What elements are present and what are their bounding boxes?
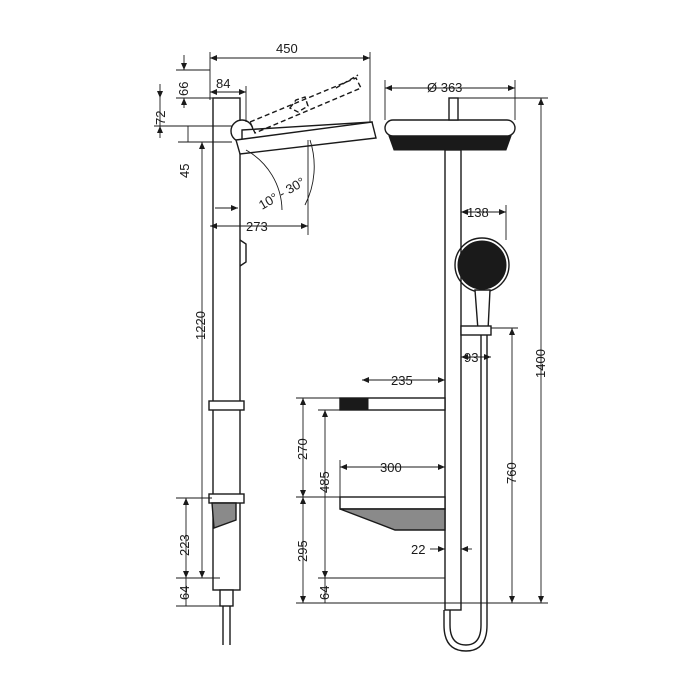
front-column xyxy=(444,149,462,611)
dim-width-total: 450 xyxy=(276,41,298,56)
dim-offset-22: 22 xyxy=(411,542,425,557)
hand-shower-head xyxy=(457,240,507,290)
dim-handshower-138: 138 xyxy=(467,205,489,220)
side-view: 450 84 66 72 45 10° - 30° 273 1220 223 xyxy=(153,41,377,645)
side-column-base xyxy=(219,589,234,607)
front-view: Ø 363 138 93 1400 760 235 300 270 485 xyxy=(295,80,548,652)
dim-total-1400: 1400 xyxy=(533,349,548,378)
dim-height-223: 223 xyxy=(177,534,192,556)
dim-height-295: 295 xyxy=(295,540,310,562)
dim-height-64-right: 64 xyxy=(317,586,332,600)
dim-offset-66: 66 xyxy=(176,82,191,96)
dim-height-72: 72 xyxy=(153,111,168,125)
dim-head-diameter: Ø 363 xyxy=(427,80,462,95)
front-hose xyxy=(449,335,482,646)
hand-shower-holder xyxy=(460,325,492,336)
overhead-shower-nozzles xyxy=(388,135,512,151)
dim-height-270: 270 xyxy=(295,438,310,460)
dim-shelf-235: 235 xyxy=(391,373,413,388)
side-hose xyxy=(222,606,231,645)
dim-height-64-left: 64 xyxy=(177,586,192,600)
dim-depth-273: 273 xyxy=(246,219,268,234)
front-shelf-lower-tray xyxy=(340,509,445,530)
dim-height-1220: 1220 xyxy=(193,311,208,340)
dim-height-760: 760 xyxy=(504,462,519,484)
side-arm-head xyxy=(235,121,377,155)
dim-height-45: 45 xyxy=(177,164,192,178)
dim-bracket-84: 84 xyxy=(216,76,230,91)
dim-shelf-300: 300 xyxy=(380,460,402,475)
side-arm-tilted xyxy=(249,74,362,134)
dim-height-485: 485 xyxy=(317,471,332,493)
side-clip-upper xyxy=(208,400,245,411)
side-clip xyxy=(239,239,247,267)
overhead-shower-head xyxy=(384,119,516,137)
front-riser-pipe xyxy=(448,97,459,121)
side-clip-lower xyxy=(208,493,245,504)
hand-shower-handle xyxy=(474,289,491,331)
front-shelf-lower xyxy=(339,496,446,510)
dim-holder-93: 93 xyxy=(464,350,478,365)
